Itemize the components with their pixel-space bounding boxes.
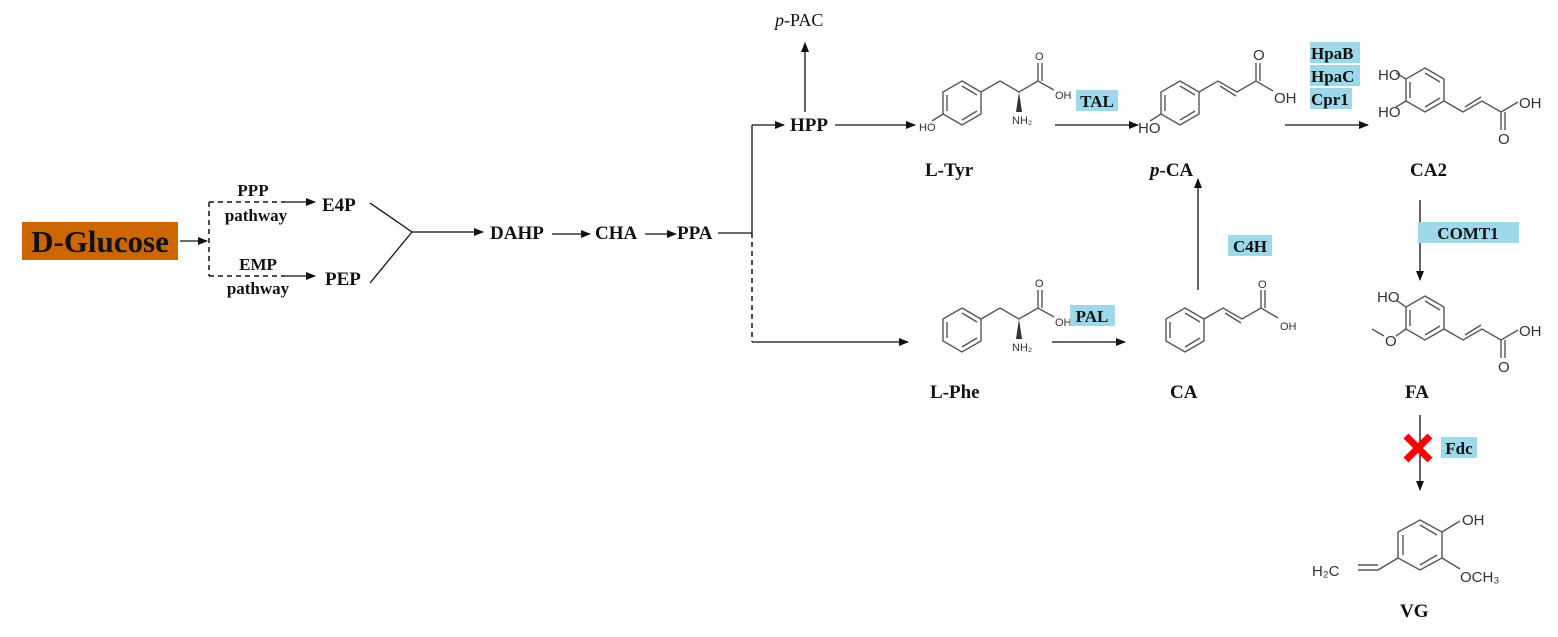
svg-text:OH: OH [1055,317,1072,329]
svg-text:OH: OH [1519,323,1542,340]
label-emp: EMP [239,255,277,274]
glucose-box [22,222,178,260]
molecule-l-tyr: HO O OH NH₂ [919,51,1072,134]
svg-text:H₂C: H₂C [1312,563,1340,580]
svg-text:HO: HO [1138,120,1161,137]
molecule-ca: O OH [1165,279,1297,353]
enzyme-comt1: COMT1 [1418,222,1519,243]
svg-text:HO: HO [1377,289,1400,306]
merge-line-e4p [369,202,413,233]
node-fa: FA [1405,382,1429,403]
svg-text:HO: HO [919,122,936,134]
label-emp-pathway: pathway [227,279,290,298]
svg-text:C4H: C4H [1233,237,1267,256]
svg-text:NH₂: NH₂ [1012,342,1032,354]
svg-text:HpaB: HpaB [1311,44,1354,63]
enzyme-tal: TAL [1076,90,1118,111]
node-l-tyr: L-Tyr [925,160,974,181]
node-p-pac: p-PAC [773,10,823,30]
enzyme-c4h: C4H [1228,235,1272,256]
enzyme-pal: PAL [1070,305,1115,326]
svg-text:PAL: PAL [1076,307,1109,326]
node-l-phe: L-Phe [930,382,980,403]
svg-text:D-Glucose: D-Glucose [31,224,169,259]
node-dahp: DAHP [490,223,544,244]
node-vg: VG [1400,601,1429,622]
enzyme-hpab-hpac-cpr1: HpaB HpaC Cpr1 [1310,42,1360,109]
label-ppp: PPP [237,181,268,200]
svg-text:OH: OH [1055,90,1072,102]
node-p-ca: p-CA [1148,160,1194,181]
molecule-ca2: HO HO OH O [1378,67,1542,148]
svg-text:O: O [1253,47,1265,64]
svg-text:HO: HO [1378,67,1401,84]
merge-line-pep [369,231,413,284]
svg-text:TAL: TAL [1080,92,1114,111]
svg-text:HO: HO [1378,104,1401,121]
svg-text:O: O [1258,279,1267,291]
node-pep: PEP [325,269,361,290]
svg-text:O: O [1498,131,1510,148]
svg-text:OH: OH [1462,512,1485,529]
svg-text:OH: OH [1274,90,1297,107]
node-hpp: HPP [790,115,828,136]
svg-text:HpaC: HpaC [1311,67,1354,86]
molecule-l-phe: O OH NH₂ [942,278,1072,354]
node-e4p: E4P [322,195,356,216]
label-ppp-pathway: pathway [225,206,288,225]
node-ca: CA [1170,382,1198,403]
node-ppa: PPA [677,223,713,244]
molecule-p-ca: HO O OH [1138,47,1297,137]
svg-text:Fdc: Fdc [1445,439,1473,458]
svg-text:O: O [1035,51,1044,63]
node-d-glucose: D-Glucose [22,222,178,260]
svg-text:OH: OH [1519,95,1542,112]
svg-text:O: O [1385,333,1397,350]
node-ca2: CA2 [1410,160,1447,181]
molecule-fa: HO O OH O [1371,289,1542,376]
cross-icon [1403,433,1433,463]
svg-text:O: O [1498,359,1510,376]
svg-text:NH₂: NH₂ [1012,115,1032,127]
svg-text:O: O [1035,278,1044,290]
molecule-vg: OH OCH₃ H₂C [1312,512,1499,586]
svg-text:OH: OH [1280,321,1297,333]
node-cha: CHA [595,223,638,244]
svg-text:COMT1: COMT1 [1437,224,1498,243]
svg-text:Cpr1: Cpr1 [1311,90,1349,109]
svg-text:OCH₃: OCH₃ [1460,569,1499,586]
enzyme-fdc: Fdc [1441,437,1477,458]
